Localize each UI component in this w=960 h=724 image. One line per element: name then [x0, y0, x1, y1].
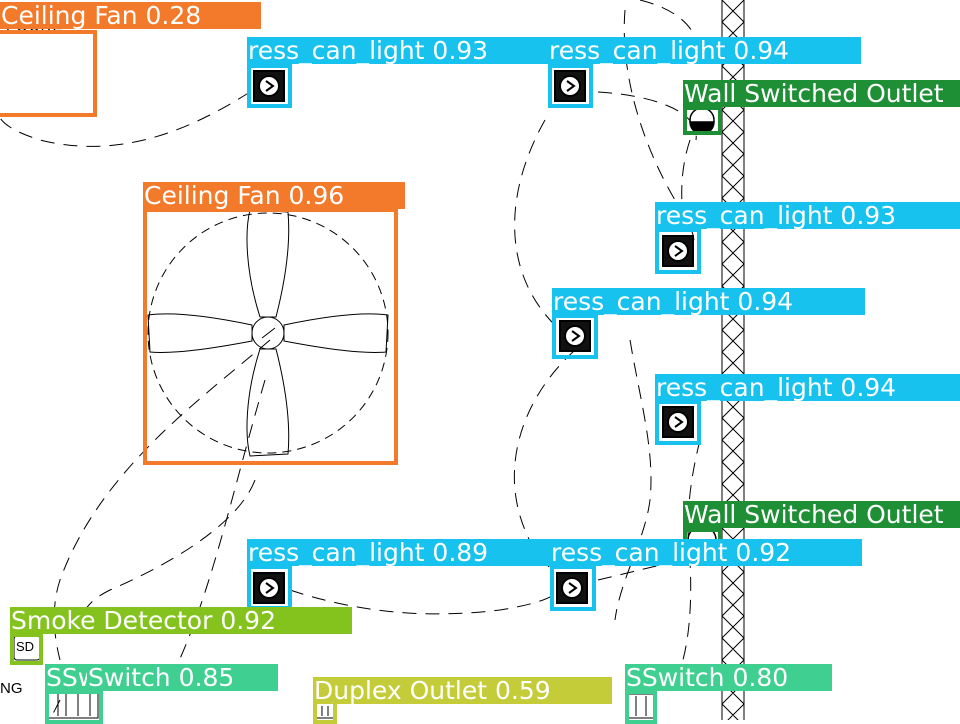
- light-fixture-mark: [566, 80, 576, 92]
- ceiling-fan-box: [0, 30, 97, 117]
- wall-switched-outlet-label: Wall Switched Outlet: [683, 80, 960, 107]
- light-fixture-mark: [674, 416, 684, 428]
- recess-can-light-box: [247, 565, 292, 610]
- light-fixture-mark: [265, 80, 275, 92]
- ceiling-fan-label: Ceiling Fan 0.96: [143, 182, 405, 209]
- smoke-detector-symbol-text: SD: [16, 639, 35, 654]
- ceiling-fan-label: Ceiling Fan 0.28: [0, 2, 261, 29]
- switch-box: [45, 690, 103, 724]
- switch-box: [625, 690, 657, 724]
- switch-label: SSwitch 0.80: [625, 664, 832, 691]
- recessed-light-glyphs: [253, 70, 694, 604]
- ceiling-fan-box: [143, 208, 398, 465]
- light-fixture-circle: [258, 75, 280, 97]
- smoke-detector-label: Smoke Detector 0.92: [10, 607, 352, 634]
- duplex-outlet-label: Duplex Outlet 0.59: [313, 677, 612, 704]
- light-fixture-mark: [571, 330, 581, 342]
- room-label-bottom-left: NG: [0, 680, 23, 697]
- recess-can-light-box: [247, 64, 292, 108]
- recess-can-light-label: ress_can_light 0.92: [550, 539, 862, 566]
- smoke-detector-box: [10, 633, 43, 665]
- ceiling-fan-symbol: [147, 209, 389, 457]
- recess-can-light-box: [548, 64, 593, 108]
- light-fixture-circle: [564, 325, 586, 347]
- light-fixture-circle: [258, 577, 280, 599]
- recess-can-light-box: [550, 565, 596, 611]
- recess-can-light-box: [655, 228, 701, 274]
- recess-can-light-label: ress_can_light 0.89: [247, 539, 551, 566]
- wall-switched-outlet-label: Wall Switched Outlet: [683, 501, 960, 528]
- light-fixture-mark: [265, 582, 275, 594]
- wall-switched-outlet-box: [683, 106, 722, 135]
- recess-can-light-label: ress_can_light 0.94: [552, 288, 865, 315]
- wall-switched-outlet-box: [683, 528, 722, 542]
- light-fixture-circle: [561, 577, 583, 599]
- light-fixture-circle: [667, 411, 689, 433]
- light-fixture-mark: [568, 582, 578, 594]
- recess-can-light-box: [552, 314, 598, 359]
- recess-can-light-label: ress_can_light 0.94: [655, 374, 960, 401]
- recess-can-light-label: ress_can_light 0.93: [655, 202, 960, 229]
- recess-can-light-label: ress_can_light 0.93: [247, 37, 551, 64]
- light-fixture-circle: [559, 75, 581, 97]
- recess-can-light-box: [655, 400, 701, 445]
- recess-can-light-label: ress_can_light 0.94: [548, 37, 861, 64]
- light-fixture-mark: [674, 245, 684, 257]
- hatched-wall: [721, 0, 745, 720]
- switch-label: Switch 0.85: [87, 664, 278, 691]
- light-fixture-circle: [667, 240, 689, 262]
